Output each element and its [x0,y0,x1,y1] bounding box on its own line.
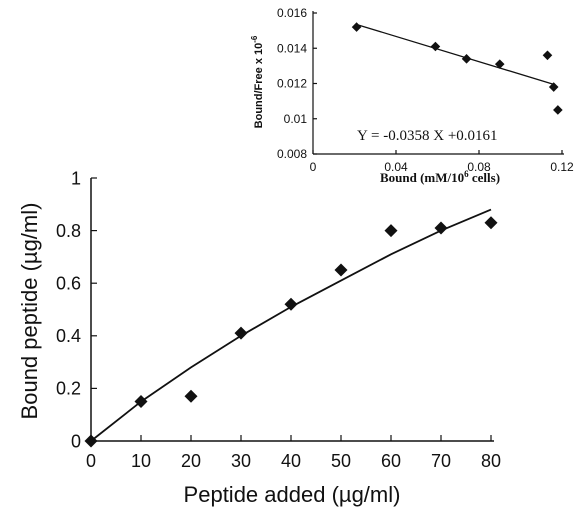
main-data-point [334,263,348,277]
inset-y-label-main: Bound/Free x 10 [253,43,265,129]
main-points [84,216,498,448]
inset-y-ticks: 0.008 0.01 0.012 0.014 0.016 [277,6,317,161]
main-y-tick-label: 0.4 [56,326,81,346]
inset-y-axis-label: Bound/Free x 10-6 [250,35,265,128]
inset-data-point [494,59,505,69]
main-x-tick-label: 70 [431,451,451,471]
inset-x-axis-label: Bound (mM/106 cells) [380,169,500,185]
inset-data-point [548,82,559,92]
inset-chart: 0 0.04 0.08 0.12 0.008 0.01 0.012 0.014 0.016 Y… [250,6,574,185]
main-data-point [234,326,248,340]
inset-y-tick-label: 0.016 [277,6,307,20]
main-x-tick-label: 80 [481,451,501,471]
main-x-tick-label: 0 [86,451,96,471]
main-fit-curve [90,208,492,442]
inset-x-tick-label: 0.08 [467,160,491,174]
inset-data-point [430,41,441,52]
main-y-tick-label: 0.6 [56,274,81,294]
inset-y-tick-label: 0.012 [277,77,307,91]
main-x-tick-label: 40 [281,451,301,471]
inset-data-point [461,54,472,64]
inset-equation: Y = -0.0358 X +0.0161 [357,128,498,144]
inset-y-tick-label: 0.014 [277,41,307,55]
main-y-ticks: 0 0.2 0.4 0.6 0.8 1 [56,168,97,451]
inset-x-label-tail: cells) [469,170,500,185]
inset-x-label-main: Bound (mM/10 [380,170,464,185]
main-data-point [384,224,398,238]
inset-x-tick-label: 0.04 [384,160,408,174]
inset-x-tick-label: 0 [310,160,317,174]
inset-y-label-sup: -6 [250,35,259,43]
inset-points [351,22,563,115]
main-data-point [184,389,198,403]
main-chart: 0 10 20 30 40 50 60 70 80 0 0.2 0.4 0.6 0.8 1 Peptide… [17,168,501,507]
inset-fit-line [356,23,554,86]
inset-data-point [351,22,362,32]
main-y-tick-label: 0.8 [56,221,81,241]
inset-y-tick-label: 0.008 [277,147,307,161]
main-y-tick-label: 0.2 [56,379,81,399]
inset-x-ticks: 0 0.04 0.08 0.12 [310,150,574,174]
main-x-axis-label: Peptide added (µg/ml) [184,482,401,507]
inset-x-tick-label: 0.12 [550,160,574,174]
main-data-point [84,434,98,448]
main-x-tick-label: 10 [131,451,151,471]
main-x-tick-label: 50 [331,451,351,471]
main-x-tick-label: 30 [231,451,251,471]
inset-data-point [542,50,553,61]
main-x-tick-label: 60 [381,451,401,471]
main-data-point [284,297,298,311]
main-y-tick-label: 1 [71,168,81,188]
inset-x-label-sup: 6 [464,169,469,179]
main-data-point [484,216,498,230]
inset-data-point [553,105,563,115]
main-x-ticks: 0 10 20 30 40 50 60 70 80 [86,435,501,471]
main-y-tick-label: 0 [71,431,81,451]
main-data-point [434,221,448,235]
main-x-tick-label: 20 [181,451,201,471]
main-y-axis-label: Bound peptide (µg/ml) [17,203,42,420]
main-data-point [134,395,148,409]
inset-y-tick-label: 0.01 [284,112,308,126]
